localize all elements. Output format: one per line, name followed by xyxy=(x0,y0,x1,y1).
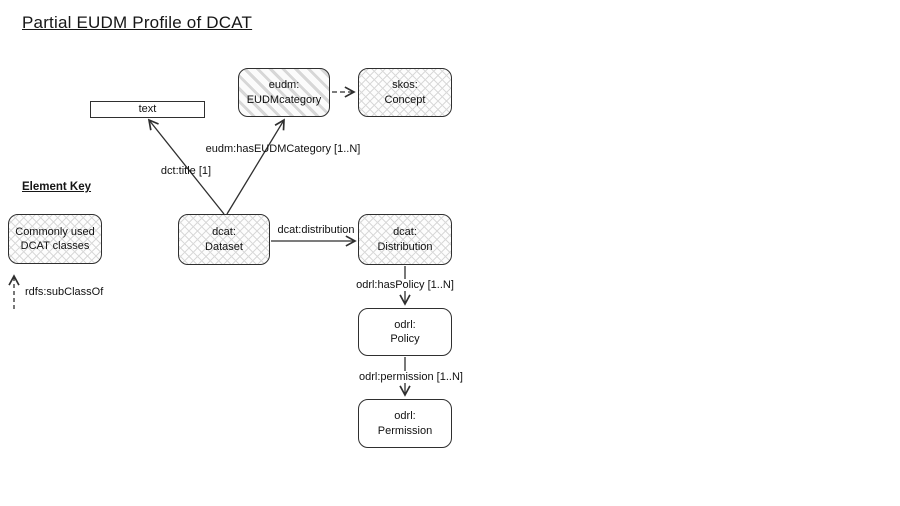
key-subclassof-label: rdfs:subClassOf xyxy=(25,286,104,298)
node-skos-prefix: skos: xyxy=(392,79,418,92)
edge-label-has-eudm-category: eudm:hasEUDMCategory [1..N] xyxy=(205,143,361,155)
edge-has-eudm-category-line xyxy=(226,118,285,215)
edge-label-permission: odrl:permission [1..N] xyxy=(356,371,466,383)
edge-label-dcat-distribution: dcat:distribution xyxy=(277,224,355,236)
node-skos-name: Concept xyxy=(384,93,426,106)
page-title: Partial EUDM Profile of DCAT xyxy=(22,13,253,32)
key-common-dcat-classes-box: Commonly used DCAT classes xyxy=(8,214,102,264)
node-policy-prefix: odrl: xyxy=(394,318,416,331)
key-class-box-line2: DCAT classes xyxy=(20,240,90,252)
node-odrl-permission: odrl: Permission xyxy=(358,399,452,448)
node-text: text xyxy=(90,101,205,118)
element-key-heading: Element Key xyxy=(22,181,92,193)
node-dataset-name: Dataset xyxy=(205,240,243,253)
node-dcat-distribution: dcat: Distribution xyxy=(358,214,452,265)
node-dataset-prefix: dcat: xyxy=(212,226,236,239)
node-eudm-eudmcategory: eudm: EUDMcategory xyxy=(238,68,330,117)
key-class-box-line1: Commonly used xyxy=(15,225,95,238)
node-permission-name: Permission xyxy=(377,424,433,437)
node-text-label: text xyxy=(138,103,157,116)
edge-label-has-policy: odrl:hasPolicy [1..N] xyxy=(353,279,457,291)
node-permission-prefix: odrl: xyxy=(394,410,416,423)
node-eudm-name: EUDMcategory xyxy=(246,93,322,106)
node-eudm-prefix: eudm: xyxy=(268,79,300,92)
node-distribution-name: Distribution xyxy=(377,240,433,253)
node-odrl-policy: odrl: Policy xyxy=(358,308,452,356)
node-distribution-prefix: dcat: xyxy=(393,226,417,239)
node-dcat-dataset: dcat: Dataset xyxy=(178,214,270,265)
node-skos-concept: skos: Concept xyxy=(358,68,452,117)
node-policy-name: Policy xyxy=(390,333,420,345)
edge-label-dct-title: dct:title [1] xyxy=(160,165,212,177)
